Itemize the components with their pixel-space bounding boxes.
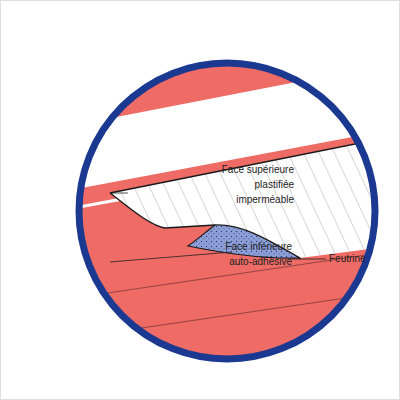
roof-illustration [60, 40, 400, 400]
leader-line [292, 259, 326, 260]
leader-line [110, 252, 232, 262]
part-label: Face supérieure plastifiée imperméable [212, 162, 294, 207]
leader-line [110, 193, 128, 194]
circle-border [79, 63, 375, 359]
part-label: Feutrine [329, 251, 389, 266]
part-label: Face inférieure auto-adhésive [210, 239, 292, 269]
